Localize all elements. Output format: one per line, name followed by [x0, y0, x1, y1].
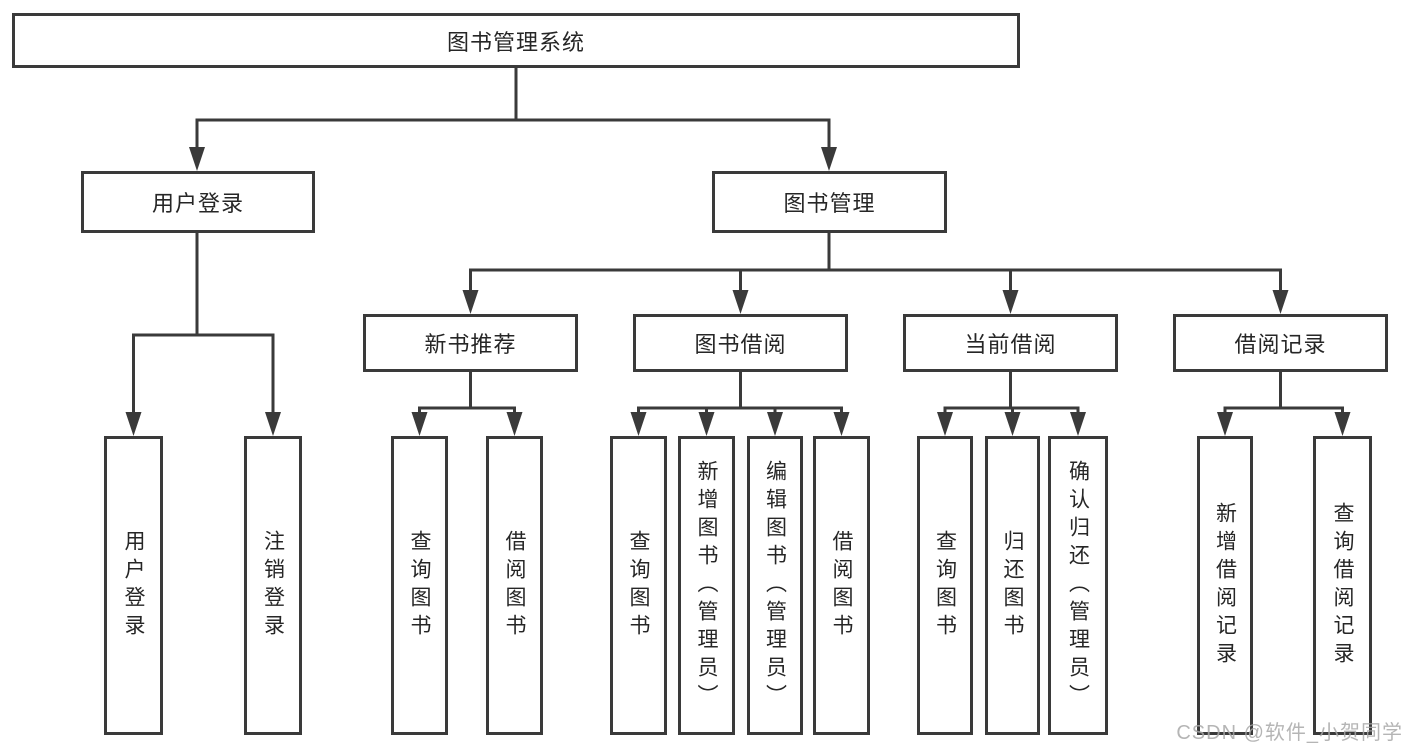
- leaf-record-query-label: 查询借阅记录: [1331, 501, 1354, 670]
- leaf-borrow-borrow-label: 借阅图书: [830, 529, 853, 642]
- leaf-current-query-label: 查询图书: [933, 529, 957, 642]
- node-user-login-branch: 用户登录: [81, 171, 315, 233]
- leaf-borrow-borrow: 借阅图书: [813, 436, 870, 735]
- node-root: 图书管理系统: [12, 13, 1020, 68]
- leaf-logout: 注销登录: [244, 436, 302, 735]
- leaf-borrow-edit-label: 编辑图书（管理员）: [763, 459, 787, 712]
- leaf-current-return: 归还图书: [985, 436, 1040, 735]
- node-book-borrow-label: 图书借阅: [694, 332, 787, 357]
- node-borrow-record-label: 借阅记录: [1234, 332, 1327, 357]
- leaf-borrow-add: 新增图书（管理员）: [678, 436, 735, 735]
- watermark: CSDN @软件_小贺同学: [1176, 722, 1403, 744]
- node-current-borrow-label: 当前借阅: [964, 332, 1057, 357]
- leaf-user-login: 用户登录: [104, 436, 163, 735]
- leaf-newbook-query: 查询图书: [391, 436, 448, 735]
- leaf-current-confirm: 确认归还（管理员）: [1048, 436, 1108, 735]
- node-root-label: 图书管理系统: [446, 29, 585, 55]
- node-user-login-branch-label: 用户登录: [151, 191, 244, 216]
- node-new-book: 新书推荐: [363, 314, 578, 372]
- leaf-user-login-label: 用户登录: [122, 529, 145, 642]
- leaf-borrow-add-label: 新增图书（管理员）: [695, 459, 718, 712]
- leaf-record-add-label: 新增借阅记录: [1213, 501, 1237, 670]
- leaf-newbook-query-label: 查询图书: [408, 529, 431, 642]
- leaf-borrow-query-label: 查询图书: [627, 529, 650, 642]
- node-book-mgmt-branch: 图书管理: [712, 171, 947, 233]
- leaf-borrow-query: 查询图书: [610, 436, 667, 735]
- leaf-current-query: 查询图书: [917, 436, 973, 735]
- leaf-current-return-label: 归还图书: [1001, 529, 1024, 642]
- leaf-current-confirm-label: 确认归还（管理员）: [1066, 459, 1090, 712]
- leaf-borrow-edit: 编辑图书（管理员）: [747, 436, 803, 735]
- node-borrow-record: 借阅记录: [1173, 314, 1388, 372]
- leaf-newbook-borrow: 借阅图书: [486, 436, 543, 735]
- leaf-record-query: 查询借阅记录: [1313, 436, 1372, 735]
- node-book-mgmt-branch-label: 图书管理: [783, 191, 876, 216]
- leaf-newbook-borrow-label: 借阅图书: [503, 529, 526, 642]
- leaf-logout-label: 注销登录: [261, 529, 285, 642]
- leaf-record-add: 新增借阅记录: [1197, 436, 1253, 735]
- node-new-book-label: 新书推荐: [424, 332, 517, 357]
- node-current-borrow: 当前借阅: [903, 314, 1118, 372]
- node-book-borrow: 图书借阅: [633, 314, 848, 372]
